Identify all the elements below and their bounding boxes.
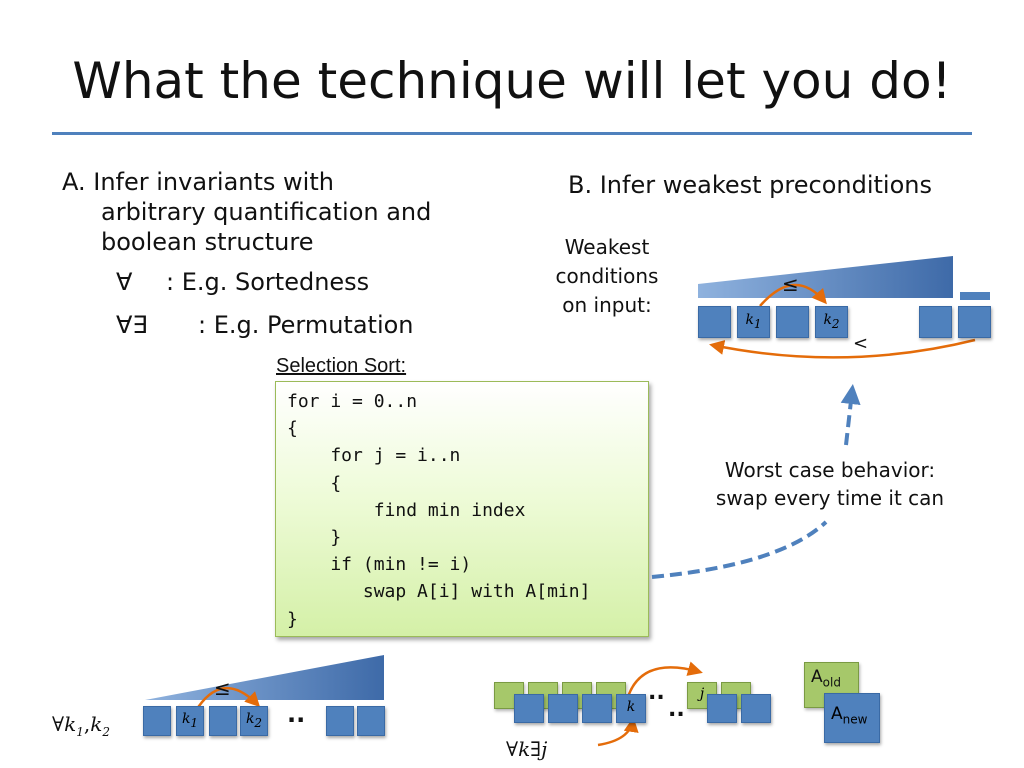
section-b-heading: B. Infer weakest preconditions	[568, 171, 932, 199]
k1-label-bottom: k1	[181, 711, 199, 730]
array-new-box: Anew	[824, 693, 880, 743]
le-symbol-bottom: ≤	[214, 676, 231, 700]
weakest-line2: conditions	[555, 264, 659, 288]
weakest-line3: on input:	[562, 293, 652, 317]
worst-case-label: Worst case behavior: swap every time it …	[690, 456, 970, 512]
forall-symbol: ∀	[116, 268, 133, 296]
new-array-cell-k: k	[616, 694, 646, 723]
ellipsis-dots: ..	[287, 700, 306, 728]
code-caption: Selection Sort:	[276, 355, 407, 377]
section-a-line3: boolean structure	[101, 228, 314, 256]
forall-exists-symbol: ∀∃	[116, 311, 148, 339]
array-cell	[357, 706, 385, 736]
array-cell	[209, 706, 237, 736]
k-label: k	[626, 699, 636, 715]
worst-line1: Worst case behavior:	[724, 458, 936, 482]
array-cell-k2: k2	[815, 306, 848, 338]
permutation-example: : E.g. Permutation	[198, 311, 414, 339]
le-symbol-top: ≤	[782, 272, 799, 296]
array-cell	[776, 306, 809, 338]
worst-to-weakest-arrow	[840, 384, 861, 446]
j-label: j	[699, 686, 705, 702]
array-cell	[919, 306, 952, 338]
array-cell-k2: k2	[240, 706, 268, 736]
section-a-line1: A. Infer invariants with	[62, 168, 334, 196]
worst-line2: swap every time it can	[715, 486, 945, 510]
wedge-tail-bar	[960, 292, 990, 300]
new-array-cell	[514, 694, 544, 723]
new-array-cell	[741, 694, 771, 723]
ellipsis-old: ..	[648, 680, 665, 705]
lt-symbol: <	[853, 333, 869, 354]
array-cell	[698, 306, 731, 338]
forall-k1-k2: ∀k1,k2	[52, 712, 110, 739]
selection-sort-code: for i = 0..n { for j = i..n { find min i…	[287, 391, 591, 630]
code-to-worst-arrow	[651, 520, 828, 579]
slide-title: What the technique will let you do!	[72, 52, 952, 110]
ellipsis-new: ..	[668, 697, 685, 722]
array-cell	[326, 706, 354, 736]
weakest-line1: Weakest	[564, 235, 650, 259]
precondition-wedge	[698, 256, 953, 298]
forall-k-exists-j: ∀k∃j	[506, 737, 548, 761]
new-array-cell	[582, 694, 612, 723]
k2-label-bottom: k2	[245, 711, 263, 730]
new-array-cell	[707, 694, 737, 723]
new-array-cell	[548, 694, 578, 723]
exists-pointer-arc	[597, 717, 639, 747]
array-cell-k1: k1	[737, 306, 770, 338]
array-cell	[958, 306, 991, 338]
sortedness-example: : E.g. Sortedness	[166, 268, 370, 296]
array-cell-k1: k1	[176, 706, 204, 736]
k2-label-top: k2	[823, 312, 840, 331]
section-a-line2: arbitrary quantification and	[101, 198, 432, 226]
code-block: for i = 0..n { for j = i..n { find min i…	[275, 381, 649, 637]
k1-label-top: k1	[745, 312, 762, 331]
array-cell	[143, 706, 171, 736]
weakest-conditions-label: Weakest conditions on input:	[540, 233, 674, 320]
title-divider	[52, 132, 972, 135]
lt-arc	[709, 338, 976, 359]
sorted-wedge	[145, 655, 384, 700]
